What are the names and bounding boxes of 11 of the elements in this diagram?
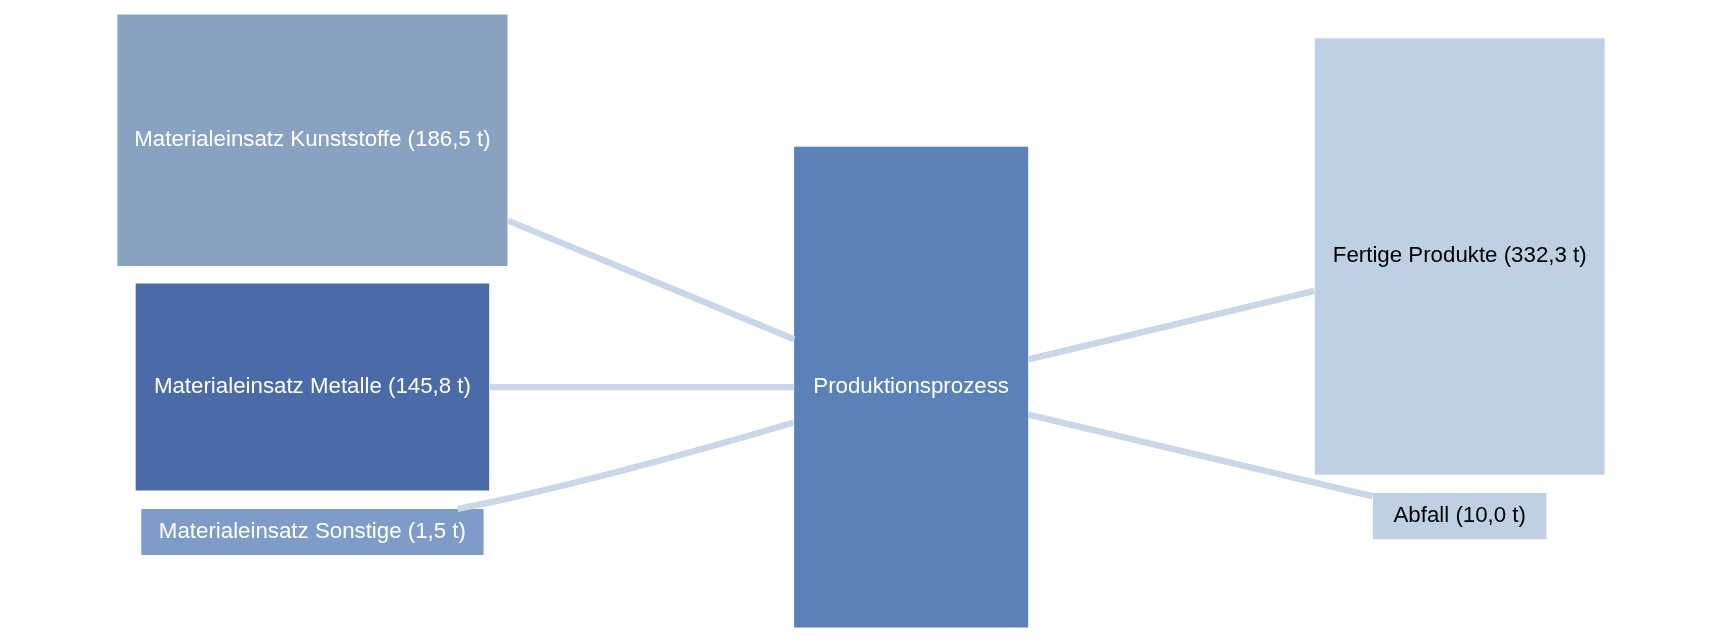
- node-box: Materialeinsatz Kunststoffe (186,5 t): [117, 14, 508, 267]
- connector: [506, 217, 796, 343]
- connector: [456, 419, 795, 512]
- node-box: Materialeinsatz Sonstige (1,5 t): [141, 508, 484, 556]
- node-box: Abfall (10,0 t): [1372, 492, 1547, 540]
- node-box: Produktionsprozess: [794, 146, 1029, 628]
- node-box: Materialeinsatz Metalle (145,8 t): [135, 283, 490, 491]
- node-box: Fertige Produkte (332,3 t): [1314, 38, 1605, 475]
- connector: [1027, 287, 1316, 363]
- connector: [1027, 411, 1374, 500]
- connector: [489, 383, 795, 391]
